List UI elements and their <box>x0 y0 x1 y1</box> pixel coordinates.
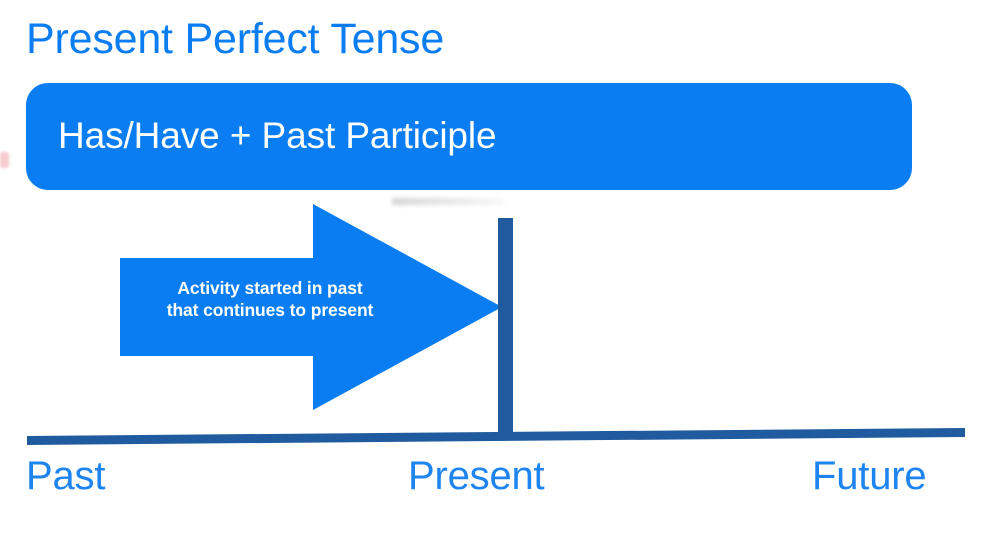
timeline-label-future: Future <box>812 454 927 498</box>
activity-arrow-caption: Activity started in past that continues … <box>120 277 420 321</box>
page-title: Present Perfect Tense <box>26 15 445 63</box>
formula-text: Has/Have + Past Participle <box>58 115 497 156</box>
timeline-axis <box>27 428 965 445</box>
smudge-artifact-top <box>392 198 504 205</box>
activity-arrow-caption-line-2: that continues to present <box>166 300 374 320</box>
timeline-label-past: Past <box>26 454 106 498</box>
timeline-label-present: Present <box>408 454 545 498</box>
activity-arrow-caption-line-1: Activity started in past <box>177 278 363 298</box>
smudge-artifact-left <box>0 152 9 168</box>
present-marker-line <box>498 218 513 439</box>
formula-box: Has/Have + Past Participle <box>26 83 912 190</box>
